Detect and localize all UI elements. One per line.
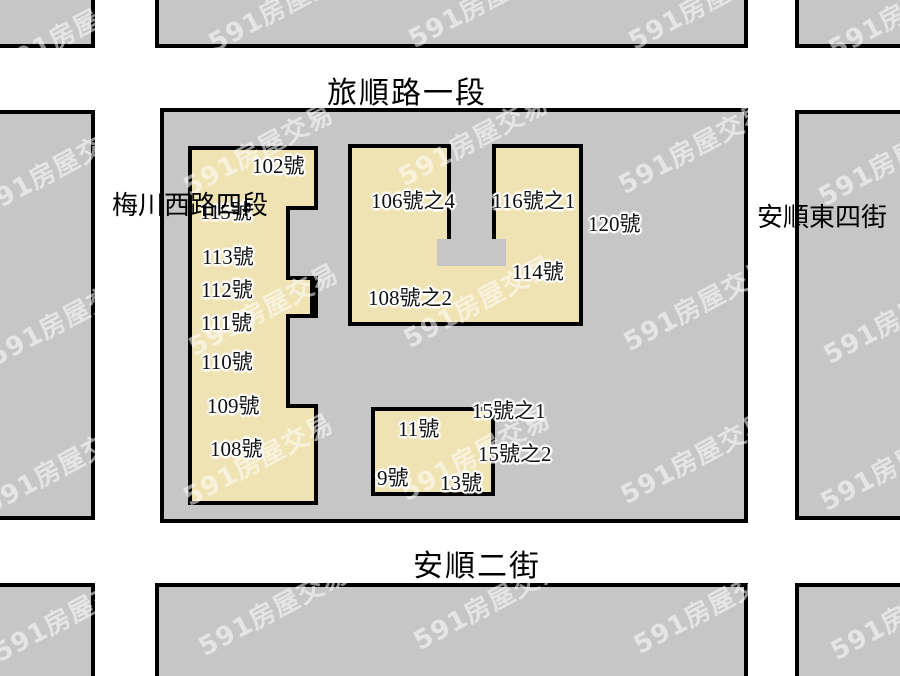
block-northwest: [0, 0, 95, 48]
west-building-outline: [188, 146, 318, 505]
lot-label-111: 111號: [201, 311, 252, 335]
lot-label-9: 9號: [377, 466, 409, 490]
lot-label-114: 114號: [512, 260, 564, 284]
block-southwest: [0, 583, 95, 676]
lot-label-110: 110號: [201, 350, 253, 374]
center-building-outline: [348, 144, 583, 326]
block-west: [0, 110, 95, 520]
block-north-center: [155, 0, 748, 48]
lot-label-112: 112號: [201, 278, 253, 302]
lot-label-11: 11號: [398, 417, 440, 441]
block-southeast: [795, 583, 900, 676]
south-building-outline: [371, 407, 495, 496]
lot-label-15-2: 15號之2: [478, 442, 552, 466]
road-lvshun-rd-sec1: [0, 48, 900, 108]
lot-label-15-1: 15號之1: [472, 399, 546, 423]
lot-label-120: 120號: [588, 212, 641, 236]
street-label-anshun-east-4th-st: 安順東四街: [757, 204, 887, 232]
block-northeast: [795, 0, 900, 48]
lot-label-115: 115號: [200, 200, 252, 224]
lot-label-109: 109號: [207, 394, 260, 418]
lot-label-116-1: 116號之1: [492, 189, 576, 213]
lot-label-108-2: 108號之2: [368, 286, 452, 310]
lot-label-13: 13號: [440, 471, 482, 495]
lot-label-102: 102號: [252, 154, 305, 178]
street-label-lvshun-rd-sec1: 旅順路一段: [327, 77, 487, 110]
lot-label-113: 113號: [202, 245, 254, 269]
street-label-anshun-2nd-st: 安順二街: [413, 550, 541, 583]
street-label-meichuan-west-rd-sec4: 梅川西路四段: [112, 192, 268, 220]
block-south-center: [155, 583, 748, 676]
road-anshun-2nd-st: [0, 523, 900, 583]
block-east: [795, 110, 900, 520]
lot-label-106-4: 106號之4: [371, 189, 455, 213]
lot-label-108: 108號: [210, 437, 263, 461]
